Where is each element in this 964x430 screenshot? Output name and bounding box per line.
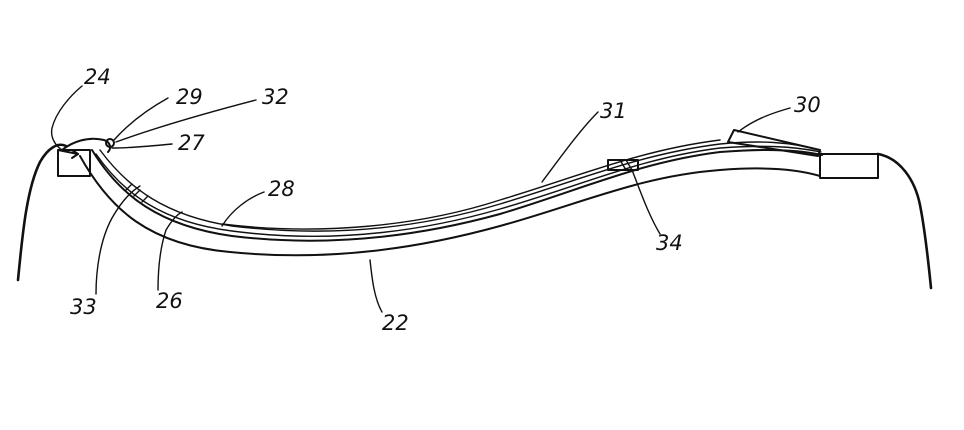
leader-24 — [50, 85, 83, 151]
arrow-24-head — [71, 149, 79, 159]
leader-22 — [369, 259, 383, 313]
arrow-24 — [57, 149, 79, 155]
wedge-30 — [727, 129, 821, 157]
sensor-33-marks — [125, 183, 149, 203]
label-26: 26 — [156, 289, 183, 313]
label-31: 31 — [600, 99, 627, 123]
label-33: 33 — [70, 295, 97, 319]
label-32: 32 — [262, 85, 289, 109]
label-28: 28 — [268, 177, 295, 201]
main-body-upper-edge — [91, 148, 823, 242]
leader-30 — [737, 107, 791, 133]
label-27: 27 — [178, 131, 205, 155]
leader-28 — [221, 191, 265, 227]
label-22: 22 — [382, 311, 409, 335]
leader-26 — [157, 211, 183, 291]
left-top-cap — [61, 137, 112, 153]
leader-27 — [111, 143, 173, 149]
leader-31 — [541, 111, 599, 183]
inner-layer-lower — [95, 145, 822, 238]
sensor-34-mark — [619, 159, 633, 171]
leader-32 — [115, 99, 257, 143]
inner-layer-upper — [99, 141, 821, 232]
label-29: 29 — [176, 85, 203, 109]
sensor-34 — [607, 159, 639, 171]
main-body-lower-edge — [79, 155, 821, 257]
left-mount-block — [57, 149, 91, 177]
leader-34 — [631, 169, 661, 235]
label-24: 24 — [84, 65, 111, 89]
right-mount-block — [819, 153, 879, 179]
leader-29 — [113, 97, 169, 141]
pivot-circle — [105, 138, 115, 148]
label-34: 34 — [656, 231, 683, 255]
leader-33 — [95, 185, 141, 295]
right-frame-curve — [876, 152, 933, 290]
label-30: 30 — [794, 93, 821, 117]
strip-28 — [221, 139, 721, 230]
